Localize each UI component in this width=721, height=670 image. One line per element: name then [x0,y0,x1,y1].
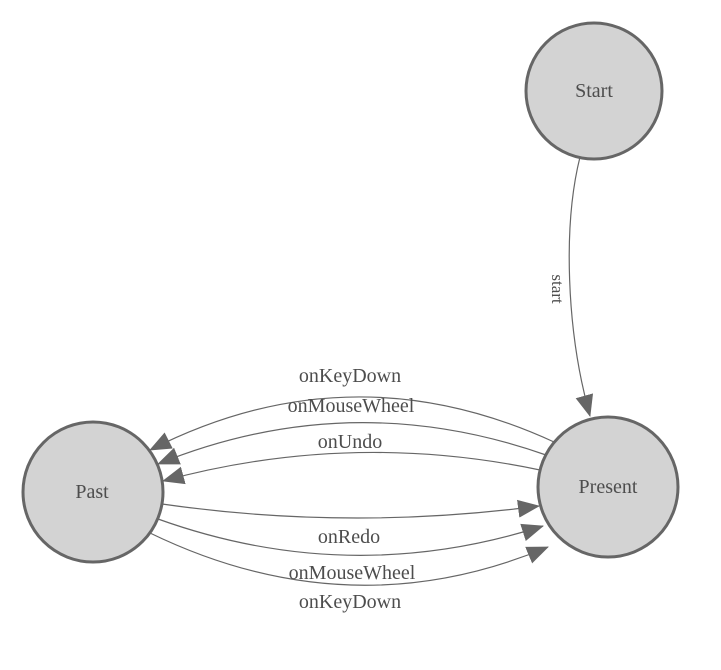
edge-past-to-present-onredo [161,499,540,519]
edge-group [149,156,594,586]
node-present: Present [536,415,680,559]
edge-label-onmousewheel-top: onMouseWheel [288,395,415,417]
edge-label-group: start onKeyDown onMouseWheel onUndo onRe… [288,274,567,613]
edge-present-to-past-onmousewheel [157,422,547,465]
edge-start-to-present [568,156,594,417]
node-start: Start [524,21,664,161]
edge-label-onmousewheel-bottom: onMouseWheel [289,562,416,584]
node-past-label: Past [75,481,109,503]
edge-present-to-past-onundo [162,451,541,485]
edge-label-start: start [548,274,567,304]
edge-label-onkeydown-top: onKeyDown [299,365,401,387]
node-present-circle [536,415,680,559]
node-past: Past [21,420,165,564]
edge-label-onkeydown-bottom: onKeyDown [299,591,401,613]
edge-label-onundo: onUndo [318,431,382,453]
node-start-label: Start [575,80,613,102]
node-start-circle [524,21,664,161]
edge-past-to-present-onmousewheel [157,518,544,556]
node-past-circle [21,420,165,564]
edge-present-to-past-onkeydown [149,396,555,451]
edge-past-to-present-onkeydown [149,532,549,586]
edge-label-onredo: onRedo [318,526,380,548]
node-present-label: Present [579,476,638,498]
